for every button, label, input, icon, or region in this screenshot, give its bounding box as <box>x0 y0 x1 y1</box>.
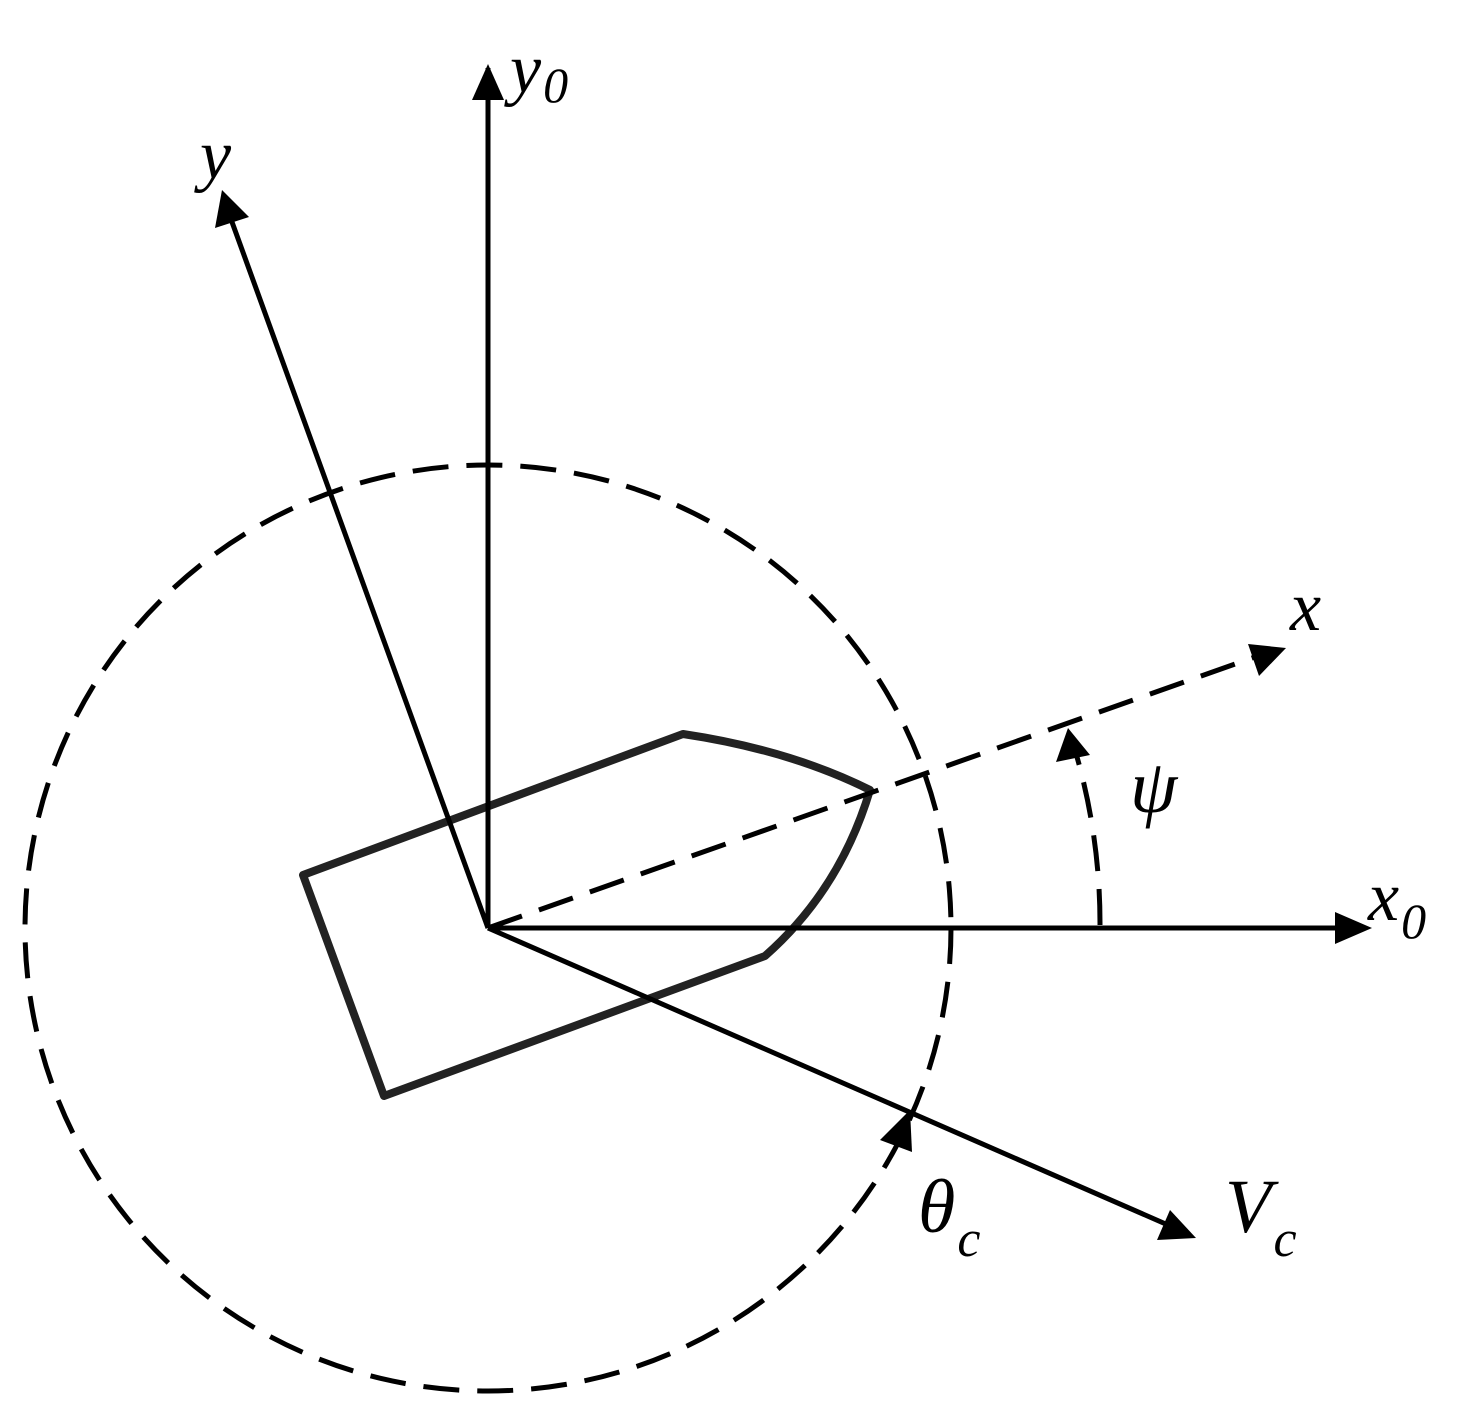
x-axis <box>487 654 1256 931</box>
x0-arrowhead <box>1335 912 1372 944</box>
y-axis <box>229 221 491 929</box>
y-arrowhead <box>215 190 249 228</box>
y-label: y <box>194 117 232 194</box>
x0-label: x0 <box>1367 859 1426 949</box>
vc-vector <box>486 925 1170 1228</box>
y0-arrowhead <box>472 64 504 100</box>
theta-c-label: θc <box>918 1165 980 1268</box>
ship-hull <box>299 730 874 1100</box>
psi-label: ψ <box>1130 745 1179 829</box>
vc-label: Vc <box>1225 1165 1297 1268</box>
x-label: x <box>1289 569 1321 646</box>
vc-arrowhead <box>1157 1210 1196 1240</box>
y0-label: y0 <box>504 31 568 113</box>
psi-arc <box>1072 749 1103 926</box>
psi-arrowhead <box>1056 728 1090 762</box>
theta-c-arrowhead <box>880 1110 912 1152</box>
x-arrowhead <box>1248 644 1286 676</box>
